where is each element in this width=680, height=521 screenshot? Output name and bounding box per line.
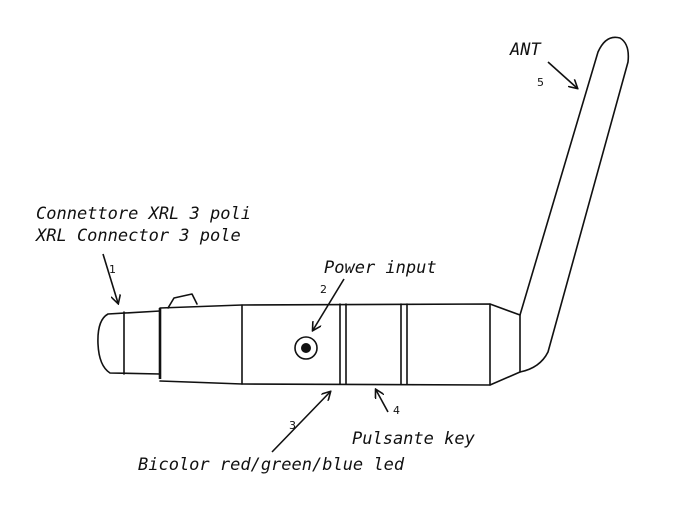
arrow-1	[102, 253, 118, 303]
xlr-tip	[97, 310, 161, 375]
xlr-clip	[167, 293, 198, 309]
antenna	[519, 36, 630, 373]
arrow-5	[547, 61, 577, 88]
callout-number-1: 1	[109, 263, 116, 276]
power-jack	[294, 336, 318, 360]
arrow-4	[376, 390, 389, 413]
connector-label-en: XRL Connector 3 pole	[34, 226, 241, 246]
callout-number-3: 3	[289, 419, 296, 432]
connector-label-it: Connettore XRL 3 poli	[36, 204, 251, 224]
arrow-2	[313, 278, 345, 330]
tube-outline	[159, 303, 521, 386]
callout-number-4: 4	[393, 404, 400, 417]
arrow-3	[271, 392, 330, 453]
ant-label: ANT	[509, 40, 542, 60]
device-body	[97, 293, 521, 386]
power-label: Power input	[324, 258, 437, 278]
callout-number-2: 2	[320, 283, 327, 296]
key-label: Pulsante key	[352, 429, 476, 449]
power-jack-pin	[301, 343, 311, 353]
callout-number-5: 5	[537, 76, 544, 89]
led-label: Bicolor red/green/blue led	[138, 455, 405, 475]
